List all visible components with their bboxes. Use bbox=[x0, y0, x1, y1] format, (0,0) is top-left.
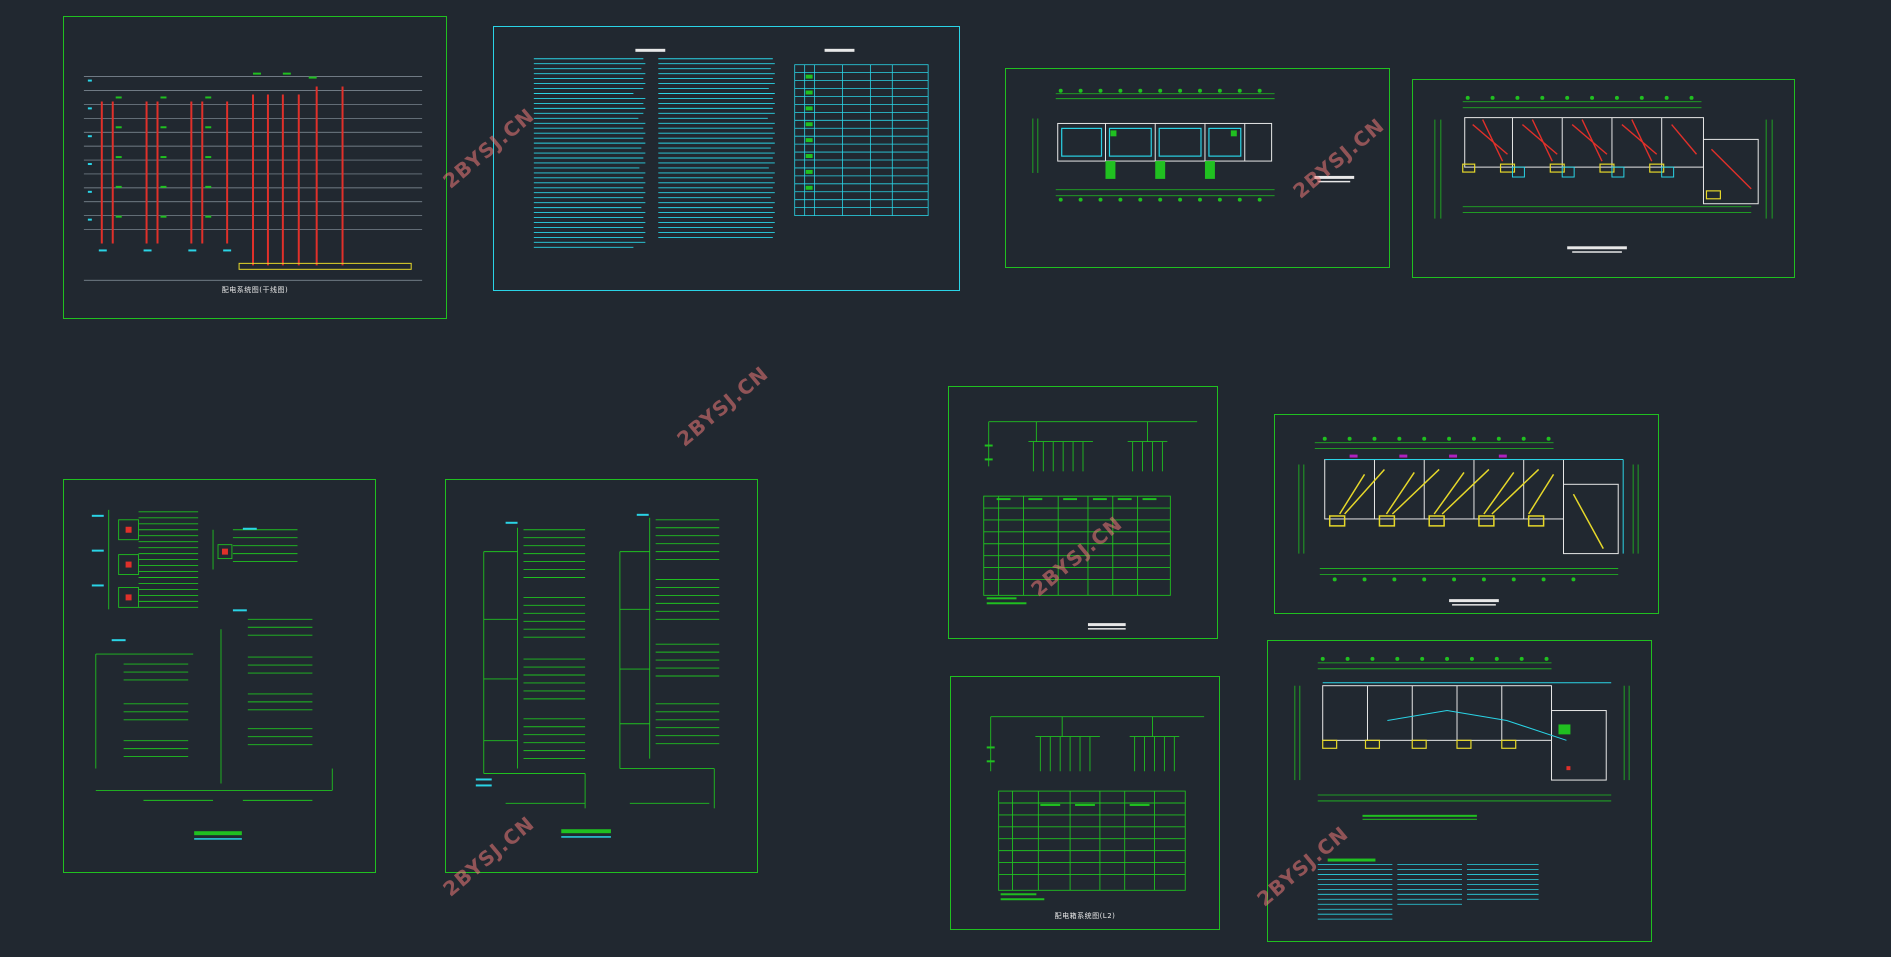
sheet-floor-plan-3[interactable] bbox=[1274, 414, 1659, 614]
distribution-system-2-drawing bbox=[475, 513, 720, 838]
riser-diagram-drawing bbox=[83, 72, 423, 281]
floor-plan-1-drawing bbox=[1032, 88, 1355, 202]
sheet-floor-plan-1[interactable] bbox=[1005, 68, 1390, 268]
sheet-riser-diagram[interactable]: 配电系统图(干线图) bbox=[63, 16, 447, 319]
sheet-distribution-box-2[interactable]: 配电箱系统图(L2) bbox=[950, 676, 1220, 930]
distribution-box-2-drawing bbox=[986, 716, 1205, 901]
sheet-floor-plan-4[interactable] bbox=[1267, 640, 1652, 942]
distribution-box-1-drawing bbox=[983, 421, 1198, 630]
sheet-distribution-system-2[interactable] bbox=[445, 479, 758, 873]
sheet-distribution-system-1[interactable] bbox=[63, 479, 376, 873]
floor-plan-2-drawing bbox=[1434, 95, 1773, 253]
sheet-distribution-box-1[interactable] bbox=[948, 386, 1218, 639]
design-notes-drawing bbox=[533, 48, 929, 248]
distribution-box-2-caption: 配电箱系统图(L2) bbox=[1054, 912, 1116, 920]
sheet-design-notes[interactable] bbox=[493, 26, 960, 291]
floor-plan-4-drawing bbox=[1294, 656, 1630, 920]
sheet-floor-plan-2[interactable] bbox=[1412, 79, 1795, 278]
watermark: 2BYSJ.CN bbox=[672, 361, 774, 452]
distribution-system-1-drawing bbox=[91, 509, 333, 840]
floor-plan-3-drawing bbox=[1298, 436, 1639, 606]
riser-caption: 配电系统图(干线图) bbox=[221, 286, 289, 294]
